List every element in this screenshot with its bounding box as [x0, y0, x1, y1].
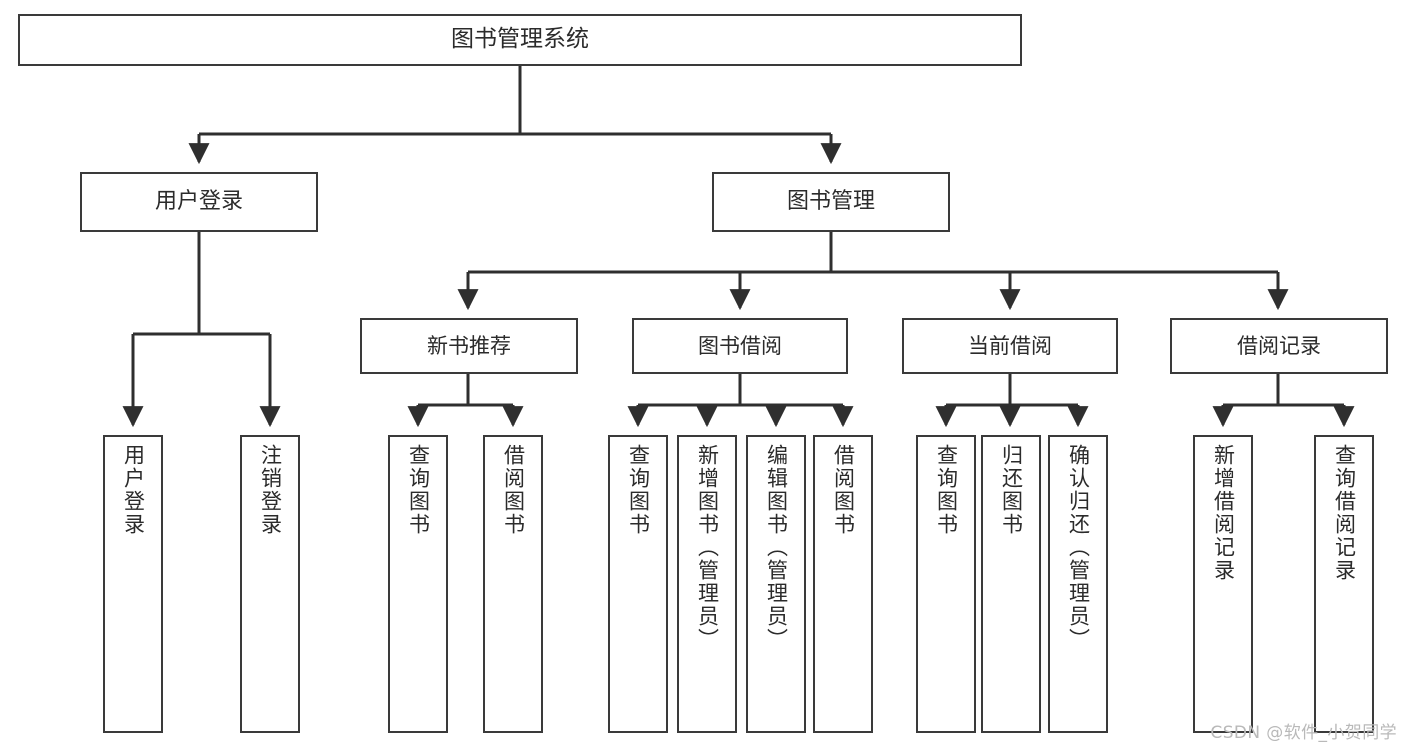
node-user-login-label: 用户登录	[154, 189, 243, 215]
node-leaf-add-book[interactable]: 新增图书（管理员）	[677, 435, 737, 733]
node-leaf-user-login[interactable]: 用户登录	[103, 435, 163, 733]
node-current-borrow[interactable]: 当前借阅	[902, 318, 1118, 374]
node-leaf-return-book-label: 归还图书	[999, 444, 1024, 536]
node-leaf-query-book-3[interactable]: 查询图书	[916, 435, 976, 733]
node-leaf-query-book-3-label: 查询图书	[934, 444, 959, 536]
node-current-borrow-label: 当前借阅	[968, 333, 1052, 358]
node-book-manage-label: 图书管理	[786, 189, 875, 215]
node-leaf-query-record-label: 查询借阅记录	[1332, 444, 1357, 582]
node-root-label: 图书管理系统	[451, 26, 589, 53]
csdn-watermark: CSDN @软件_小贺同学	[1210, 723, 1397, 743]
node-leaf-borrow-book-1[interactable]: 借阅图书	[483, 435, 543, 733]
node-leaf-user-login-label: 用户登录	[121, 444, 146, 536]
node-leaf-query-book-1[interactable]: 查询图书	[388, 435, 448, 733]
node-new-book-rec-label: 新书推荐	[427, 333, 511, 358]
node-leaf-logout-login-label: 注销登录	[258, 444, 283, 536]
node-leaf-borrow-book-1-label: 借阅图书	[501, 444, 526, 536]
node-root[interactable]: 图书管理系统	[18, 14, 1022, 66]
node-leaf-query-book-2-label: 查询图书	[626, 444, 651, 536]
node-borrow-record[interactable]: 借阅记录	[1170, 318, 1388, 374]
node-borrow-record-label: 借阅记录	[1237, 333, 1321, 358]
node-leaf-query-record[interactable]: 查询借阅记录	[1314, 435, 1374, 733]
node-leaf-confirm-return[interactable]: 确认归还（管理员）	[1048, 435, 1108, 733]
node-leaf-add-book-label: 新增图书（管理员）	[695, 444, 720, 651]
node-leaf-logout-login[interactable]: 注销登录	[240, 435, 300, 733]
node-leaf-borrow-book-2-label: 借阅图书	[831, 444, 856, 536]
node-book-borrow-label: 图书借阅	[698, 333, 782, 358]
node-leaf-edit-book[interactable]: 编辑图书（管理员）	[746, 435, 806, 733]
node-leaf-confirm-return-label: 确认归还（管理员）	[1066, 444, 1091, 651]
node-new-book-rec[interactable]: 新书推荐	[360, 318, 578, 374]
node-leaf-query-book-1-label: 查询图书	[406, 444, 431, 536]
node-book-manage[interactable]: 图书管理	[712, 172, 950, 232]
node-leaf-return-book[interactable]: 归还图书	[981, 435, 1041, 733]
node-leaf-add-record-label: 新增借阅记录	[1211, 444, 1236, 582]
node-book-borrow[interactable]: 图书借阅	[632, 318, 848, 374]
node-leaf-add-record[interactable]: 新增借阅记录	[1193, 435, 1253, 733]
node-user-login[interactable]: 用户登录	[80, 172, 318, 232]
node-leaf-edit-book-label: 编辑图书（管理员）	[764, 444, 789, 651]
node-leaf-borrow-book-2[interactable]: 借阅图书	[813, 435, 873, 733]
node-leaf-query-book-2[interactable]: 查询图书	[608, 435, 668, 733]
